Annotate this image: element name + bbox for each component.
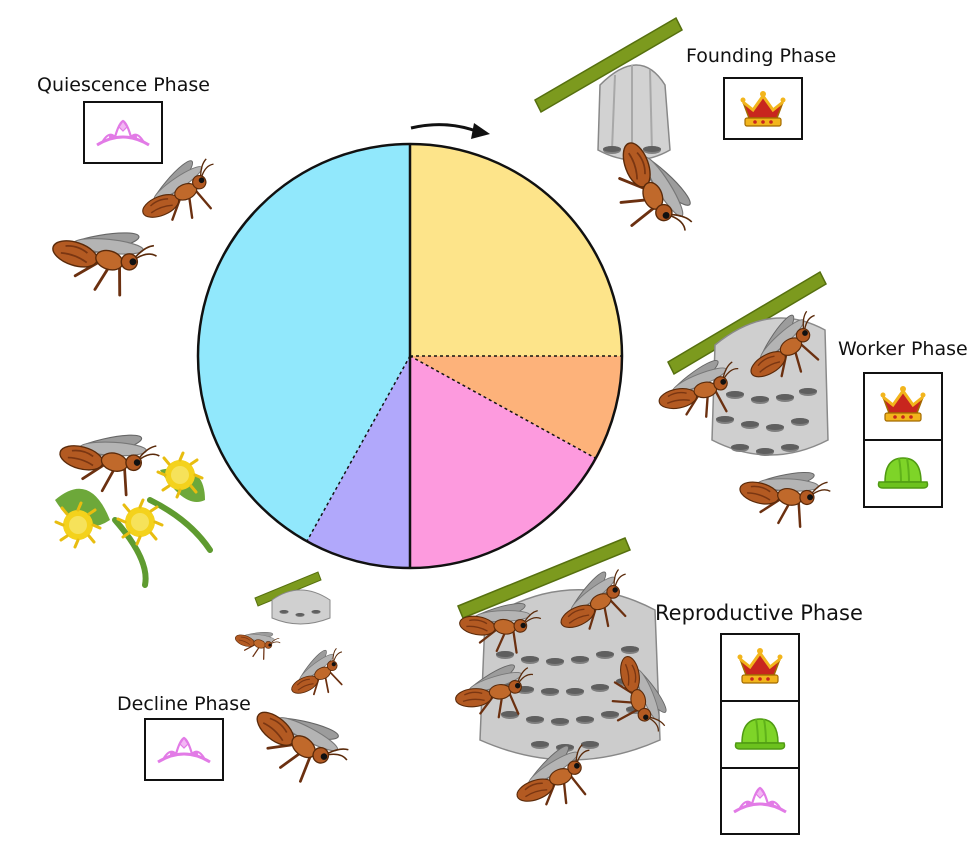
quiescence-phase-label: Quiescence Phase bbox=[37, 74, 210, 96]
worker-nest-illustration bbox=[653, 272, 836, 534]
clockwise-arrow-icon bbox=[411, 123, 490, 139]
founding-phase-label: Founding Phase bbox=[686, 45, 836, 67]
decline-nest-illustration bbox=[231, 572, 359, 797]
quiescence-caste-icons bbox=[84, 102, 162, 163]
decline-caste-icons bbox=[145, 719, 223, 780]
founding-caste-icons bbox=[724, 78, 802, 139]
reproductive-phase-label: Reproductive Phase bbox=[655, 601, 863, 625]
reproductive-nest-illustration bbox=[453, 538, 674, 818]
segment-founding bbox=[410, 144, 622, 356]
cycle-pie bbox=[198, 144, 622, 568]
worker-caste-icons bbox=[864, 373, 942, 507]
reproductive-caste-icons bbox=[721, 634, 799, 834]
worker-phase-label: Worker Phase bbox=[838, 338, 968, 360]
decline-phase-label: Decline Phase bbox=[117, 693, 251, 715]
